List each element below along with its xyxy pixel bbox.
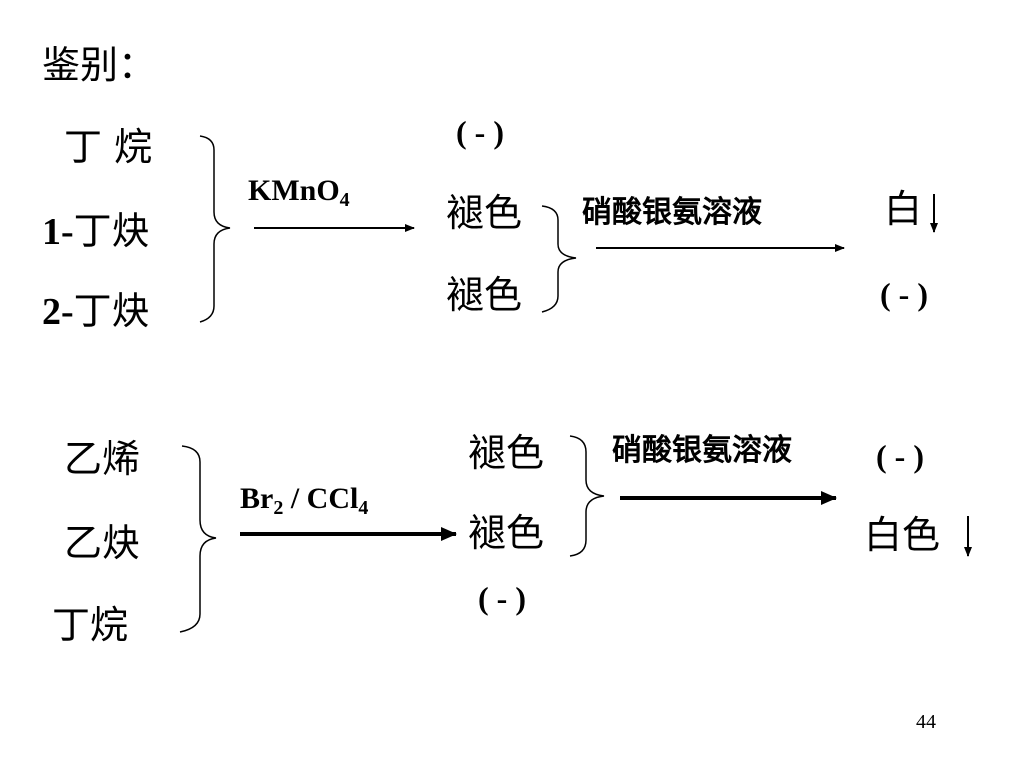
final-result-text: 白 (884, 187, 923, 231)
reagent-br-subscript: 2 (273, 497, 284, 519)
result-ethene: 褪色 (468, 431, 545, 475)
compound-prefix: 2- (42, 291, 74, 333)
compound-name: 丁炔 (73, 289, 150, 333)
reagent-br: Br (240, 482, 274, 515)
compound-ethene: 乙烯 (64, 437, 141, 481)
reagent-kmno4: KMnO4 (248, 174, 350, 211)
reagent-subscript: 4 (339, 189, 350, 211)
reagent-silver-ammonia: 硝酸银氨溶液 (582, 195, 762, 230)
result-2-butyne: 褪色 (446, 273, 523, 317)
final-result-none: ( - ) (880, 276, 928, 312)
reagent-ccl: / CCl (283, 482, 359, 515)
brace-2-right (569, 435, 605, 557)
result-1-butyne: 褪色 (446, 191, 523, 235)
brace-2-left (179, 445, 217, 633)
result-ethyne: 褪色 (468, 511, 545, 555)
final-result-white-2: 白色 (864, 513, 941, 557)
brace-1-left (199, 135, 231, 323)
compound-name: 丁炔 (73, 209, 150, 253)
reagent-br2-ccl4: Br2 / CCl4 (240, 482, 369, 519)
page-title: 鉴别： (42, 43, 157, 87)
final-result-none-2: ( - ) (876, 438, 924, 474)
result-butane: ( - ) (456, 114, 504, 150)
compound-prefix: 1- (42, 211, 74, 253)
brace-1-right (541, 205, 577, 313)
compound-1-butyne: 1-丁炔 (42, 212, 150, 251)
compound-butane-2: 丁烷 (52, 603, 129, 647)
page-number: 44 (916, 711, 936, 733)
reagent-silver-ammonia-2: 硝酸银氨溶液 (612, 433, 792, 468)
compound-ethyne: 乙炔 (64, 521, 141, 565)
result-butane-2: ( - ) (478, 580, 526, 616)
reagent-ccl-subscript: 4 (358, 497, 369, 519)
compound-2-butyne: 2-丁炔 (42, 292, 150, 331)
final-result-white: 白 (884, 190, 922, 228)
reagent-formula: KMnO (248, 174, 340, 207)
compound-butane: 丁 烷 (64, 125, 153, 169)
